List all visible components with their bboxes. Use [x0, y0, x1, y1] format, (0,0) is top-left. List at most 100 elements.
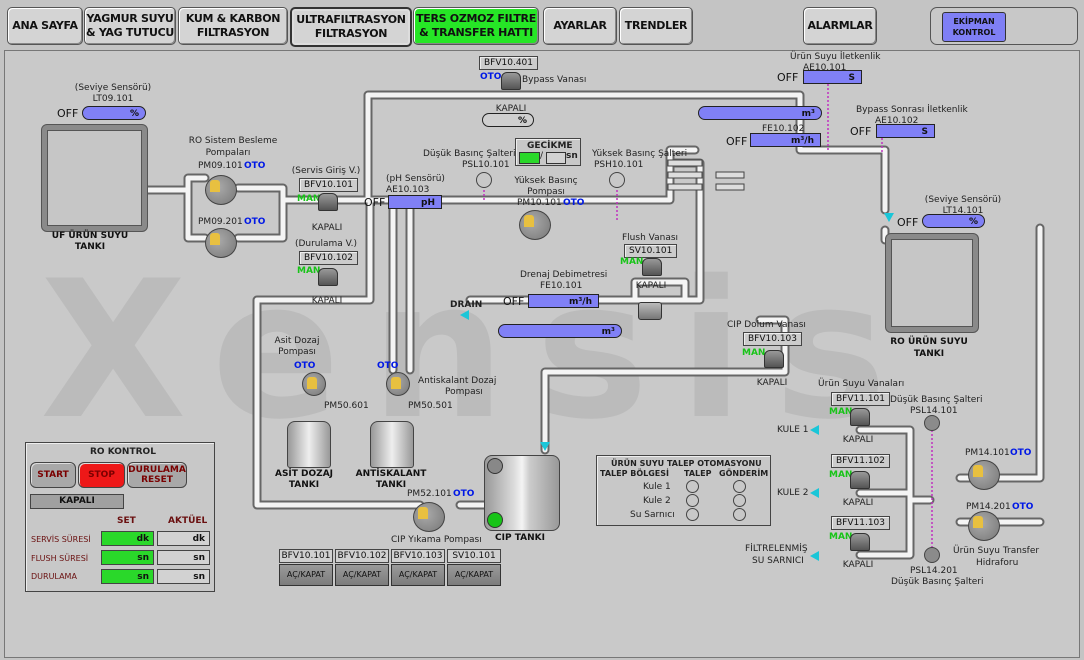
- flush-time-set[interactable]: sn: [101, 550, 154, 565]
- antiscalant-tank: [370, 421, 414, 468]
- antiscalant-pump-mode[interactable]: OTO: [377, 361, 399, 371]
- drain-manual-valve[interactable]: [638, 302, 662, 320]
- service-valve-mode[interactable]: MAN: [297, 194, 321, 204]
- bfv11102-mode[interactable]: MAN: [829, 470, 853, 480]
- delay-unit: sn: [566, 151, 578, 161]
- cip-pump-mode[interactable]: OTO: [453, 489, 475, 499]
- hp-pump-caption-1: Yüksek Basınç: [514, 176, 578, 186]
- rinse-valve-caption: (Durulama V.): [294, 239, 358, 249]
- antiscalant-tank-name-1: ANTİSKALANT: [355, 469, 427, 479]
- cip-inlet-arrow: [540, 442, 550, 451]
- tab-ters-ozmoz[interactable]: TERS OZMOZ FILTRE & TRANSFER HATTI: [413, 7, 539, 45]
- flush-valve-state: KAPALI: [635, 281, 667, 291]
- psh10-tag: PSH10.101: [594, 160, 644, 170]
- bfv11103-mode[interactable]: MAN: [829, 532, 853, 542]
- service-valve[interactable]: [318, 193, 338, 211]
- flush-valve-caption: Flush Vanası: [622, 233, 679, 243]
- bypass-cond-off: OFF: [850, 125, 872, 138]
- flush-time-label: FLUSH SÜRESİ: [31, 554, 89, 563]
- antiscalant-pump-caption-2: Pompası: [445, 387, 483, 397]
- feed-pump-2-tag: PM09.201: [198, 217, 243, 227]
- antiscalant-pump-tag: PM50.501: [408, 401, 453, 411]
- bypass-valve[interactable]: [501, 72, 521, 90]
- bfv11101-valve[interactable]: [850, 408, 870, 426]
- transfer-pump-1-mode[interactable]: OTO: [1010, 448, 1032, 458]
- cip-wash-pump[interactable]: [413, 502, 445, 532]
- drain-flow-tag: FE10.101: [540, 281, 583, 291]
- tab-yagmur-suyu[interactable]: YAGMUR SUYU & YAG TUTUCU: [84, 7, 176, 45]
- uf-tank-level-meter: %: [82, 106, 146, 120]
- delay-separator: /: [540, 151, 544, 161]
- feed-pumps-caption-1: RO Sistem Besleme: [188, 136, 278, 146]
- rinse-reset-button[interactable]: DURULAMA RESET: [127, 462, 187, 488]
- tab-alarmlar[interactable]: ALARMLAR: [803, 7, 877, 45]
- service-valve-state: KAPALI: [311, 223, 343, 233]
- ph-sensor-caption: (pH Sensörü): [386, 174, 445, 184]
- cip-tank-low-level-indicator: [487, 512, 503, 528]
- ro-control-title: RO KONTROL: [90, 447, 156, 457]
- tab-ayarlar[interactable]: AYARLAR: [543, 7, 617, 45]
- kule1-send-indicator: [733, 480, 746, 493]
- rinse-time-set[interactable]: sn: [101, 569, 154, 584]
- uf-tank-name-line1: UF ÜRÜN SUYU: [51, 231, 129, 241]
- acid-tank-name-1: ASİT DOZAJ: [274, 469, 334, 479]
- demand-row-kule2: Kule 2: [643, 496, 671, 506]
- transfer-pump-2-tag: PM14.201: [966, 502, 1011, 512]
- hp-pump[interactable]: [519, 210, 551, 240]
- bfv11101-mode[interactable]: MAN: [829, 407, 853, 417]
- service-time-actual: dk: [157, 531, 210, 546]
- cip-fill-valve[interactable]: [764, 350, 784, 368]
- bfv11103-valve[interactable]: [850, 533, 870, 551]
- ph-meter: pH: [388, 195, 442, 209]
- flush-valve-mode[interactable]: MAN: [620, 257, 644, 267]
- ph-sensor-tag: AE10.103: [386, 185, 430, 195]
- delay-title: GECİKME: [527, 141, 573, 151]
- psl14201-indicator: [924, 547, 940, 563]
- tab-ultrafiltrasyon[interactable]: ULTRAFILTRASYON FILTRASYON: [290, 7, 412, 47]
- cmd-button-sv10101[interactable]: AÇ/KAPAT: [447, 564, 501, 586]
- bypass-valve-mode[interactable]: OTO: [480, 72, 502, 82]
- feed-pump-2[interactable]: [205, 228, 237, 258]
- product-cond-meter: S: [803, 70, 862, 84]
- transfer-pump-2[interactable]: [968, 511, 1000, 541]
- delay-set-field[interactable]: [519, 152, 540, 164]
- flush-valve[interactable]: [642, 258, 662, 276]
- hp-pump-mode[interactable]: OTO: [563, 198, 585, 208]
- bypass-valve-caption: Bypass Vanası: [522, 75, 587, 85]
- product-cond-caption: Ürün Suyu İletkenlik: [790, 52, 881, 62]
- ro-tank-sensor-caption: (Seviye Sensörü): [924, 195, 1002, 205]
- cip-fill-valve-tag: BFV10.103: [743, 332, 802, 346]
- bypass-valve-position: %: [482, 113, 534, 127]
- feed-pump-1-tag: PM09.101: [198, 161, 243, 171]
- rinse-valve[interactable]: [318, 268, 338, 286]
- acid-pump-caption-1: Asit Dozaj: [274, 336, 320, 346]
- transfer-pump-1[interactable]: [968, 460, 1000, 490]
- feed-pump-1-mode[interactable]: OTO: [244, 161, 266, 171]
- feed-pump-1[interactable]: [205, 175, 237, 205]
- service-time-set[interactable]: dk: [101, 531, 154, 546]
- stop-button[interactable]: STOP: [78, 462, 125, 488]
- feed-pump-2-mode[interactable]: OTO: [244, 217, 266, 227]
- acid-pump-mode[interactable]: OTO: [294, 361, 316, 371]
- bypass-cond-caption: Bypass Sonrası İletkenlik: [856, 105, 968, 115]
- transfer-pump-2-mode[interactable]: OTO: [1012, 502, 1034, 512]
- tab-trendler[interactable]: TRENDLER: [619, 7, 693, 45]
- start-button[interactable]: START: [30, 462, 76, 488]
- uf-tank-sensor-caption: (Seviye Sensörü): [74, 83, 152, 93]
- cmd-button-bfv10103[interactable]: AÇ/KAPAT: [391, 564, 445, 586]
- ekipman-kontrol-button[interactable]: EKİPMAN KONTROL: [942, 12, 1006, 42]
- acid-dosing-pump[interactable]: [302, 372, 326, 396]
- bfv11102-state: KAPALI: [842, 498, 874, 508]
- tab-kum-karbon[interactable]: KUM & KARBON FILTRASYON: [178, 7, 288, 45]
- bfv11103-tag: BFV11.103: [831, 516, 890, 530]
- demand-row-cistern: Su Sarnıcı: [630, 510, 675, 520]
- bfv11102-valve[interactable]: [850, 471, 870, 489]
- cmd-button-bfv10101[interactable]: AÇ/KAPAT: [279, 564, 333, 586]
- bfv11101-tag: BFV11.101: [831, 392, 890, 406]
- feed-pumps-caption-2: Pompaları: [205, 148, 251, 158]
- cmd-button-bfv10102[interactable]: AÇ/KAPAT: [335, 564, 389, 586]
- antiscalant-dosing-pump[interactable]: [386, 372, 410, 396]
- cip-fill-valve-mode[interactable]: MAN: [742, 348, 766, 358]
- tab-ana-sayfa[interactable]: ANA SAYFA: [7, 7, 83, 45]
- rinse-valve-mode[interactable]: MAN: [297, 266, 321, 276]
